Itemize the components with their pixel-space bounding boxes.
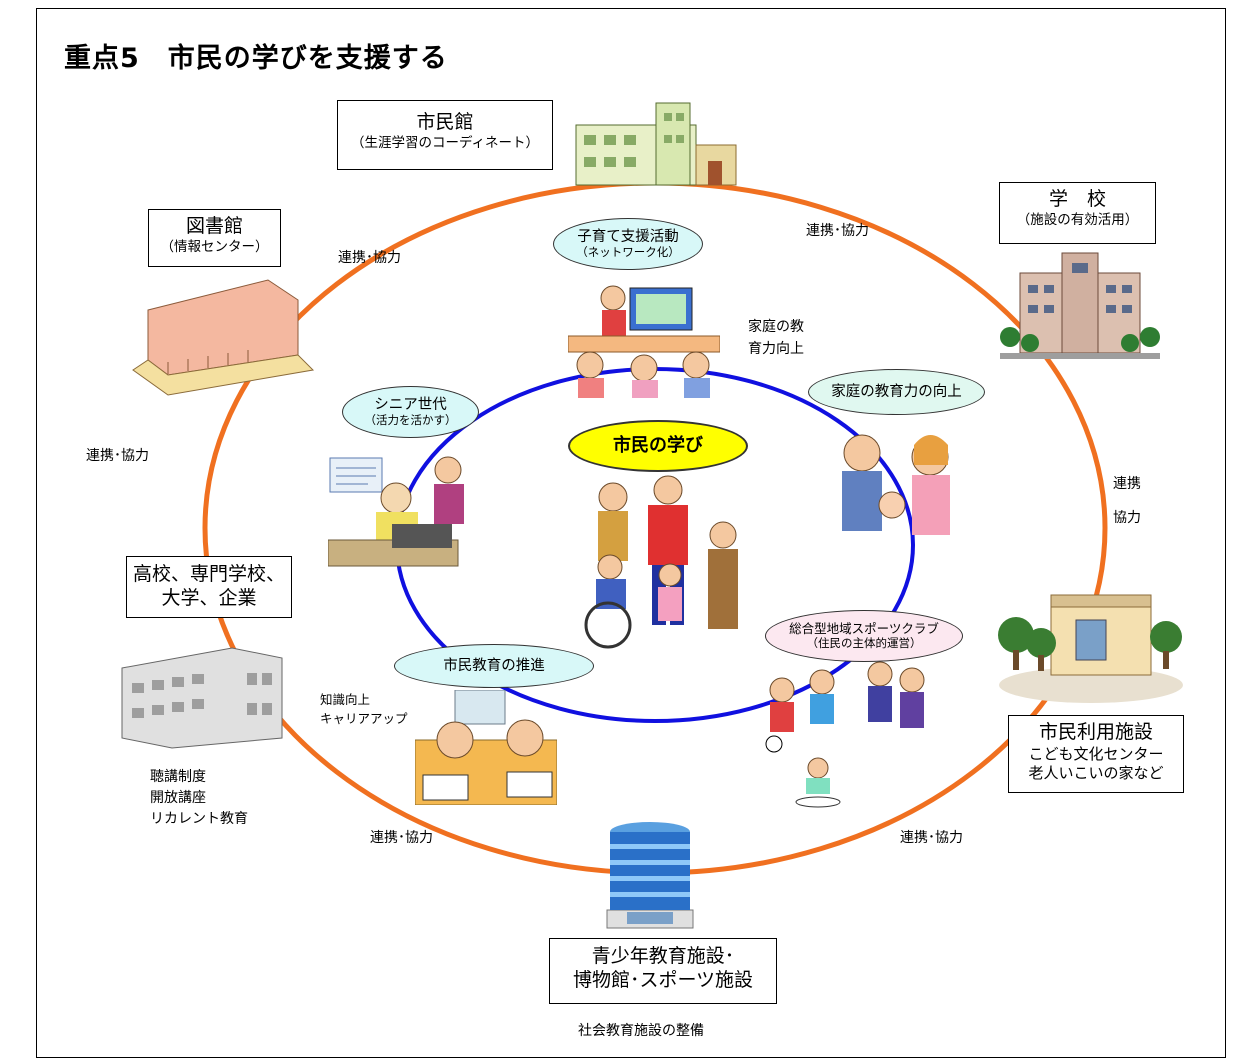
library-building-icon xyxy=(132,279,315,396)
oval-senior: シニア世代 （活力を活かす） xyxy=(342,386,479,438)
box-seishonen: 青少年教育施設･ 博物館･スポーツ施設 xyxy=(549,938,777,1004)
sports-sub: （住民の主体的運営） xyxy=(806,635,922,650)
katei-main: 家庭の教育力の向上 xyxy=(831,383,962,400)
box-koko: 高校、専門学校、 大学、企業 xyxy=(126,556,292,618)
sports-main: 総合型地域スポーツクラブ xyxy=(789,621,939,637)
childcare-illustration-icon xyxy=(568,285,720,398)
koko-line2: 大学、企業 xyxy=(161,586,257,609)
diagram-frame xyxy=(36,8,1226,1058)
chishiki-line1: 知識向上 xyxy=(320,692,371,707)
seishonen-line1: 青少年教育施設･ xyxy=(591,945,735,967)
shimin-riyo-line2: こども文化センター xyxy=(1028,744,1164,763)
page-title: 重点5 市民の学びを支援する xyxy=(64,43,448,74)
senior-sub: （活力を活かす） xyxy=(364,412,457,427)
renkei-bottom-right: 連携･協力 xyxy=(900,830,963,846)
katei-kyoiku-line2: 育力向上 xyxy=(748,341,804,357)
box-shimin-riyo: 市民利用施設 こども文化センター 老人いこいの家など xyxy=(1008,715,1184,793)
box-shiminkan: 市民館 （生涯学習のコーディネート） xyxy=(337,100,553,170)
gakko-name: 学 校 xyxy=(1048,188,1106,210)
shiminkan-sub: （生涯学習のコーディネート） xyxy=(350,134,540,151)
choko-line1: 聴講制度 xyxy=(150,769,206,785)
toshokan-sub: （情報センター） xyxy=(160,238,269,255)
shimin-kyoiku-main: 市民教育の推進 xyxy=(443,657,545,674)
center-oval: 市民の学び xyxy=(568,420,748,472)
renkei-right-1: 連携 xyxy=(1113,476,1141,492)
oval-shimin-kyoiku: 市民教育の推進 xyxy=(394,644,594,688)
chishiki-line2: キャリアアップ xyxy=(320,711,408,726)
renkei-top-right: 連携･協力 xyxy=(806,223,869,239)
gakko-sub: （施設の有効活用） xyxy=(1016,211,1139,228)
koko-line1: 高校、専門学校、 xyxy=(132,563,285,585)
kosodate-main: 子育て支援活動 xyxy=(577,229,679,246)
seishonen-line2: 博物館･スポーツ施設 xyxy=(572,968,754,991)
box-toshokan: 図書館 （情報センター） xyxy=(148,209,281,267)
choko-line3: リカレント教育 xyxy=(150,811,248,827)
shiminkan-building-icon xyxy=(575,102,737,186)
home-education-illustration-icon xyxy=(842,434,950,535)
oval-katei: 家庭の教育力の向上 xyxy=(808,369,985,415)
family-illustration-icon xyxy=(584,475,738,649)
choko-line2: 開放講座 xyxy=(150,790,206,806)
community-center-icon xyxy=(998,594,1183,703)
senior-main: シニア世代 xyxy=(374,397,447,414)
toshokan-name: 図書館 xyxy=(185,215,243,237)
center-label: 市民の学び xyxy=(613,434,703,456)
oval-kosodate: 子育て支援活動 （ネットワーク化） xyxy=(553,218,703,270)
katei-kyoiku-line1: 家庭の教 xyxy=(748,319,804,335)
school-building-icon xyxy=(1000,252,1160,359)
renkei-bottom-left: 連携･協力 xyxy=(370,830,433,846)
footer-caption: 社会教育施設の整備 xyxy=(578,1023,704,1039)
senior-illustration-icon xyxy=(328,456,464,567)
university-building-icon xyxy=(121,647,283,749)
oval-sports: 総合型地域スポーツクラブ （住民の主体的運営） xyxy=(765,610,963,662)
box-gakko: 学 校 （施設の有効活用） xyxy=(999,182,1156,244)
shimin-riyo-line3: 老人いこいの家など xyxy=(1028,763,1164,782)
renkei-left: 連携･協力 xyxy=(86,448,149,464)
renkei-right-2: 協力 xyxy=(1113,510,1141,526)
kosodate-sub: （ネットワーク化） xyxy=(576,244,680,259)
citizen-education-illustration-icon xyxy=(415,690,557,805)
renkei-top-left: 連携･協力 xyxy=(338,250,401,266)
shiminkan-name: 市民館 xyxy=(416,111,474,133)
sports-club-illustration-icon xyxy=(765,661,925,808)
youth-facility-tower-icon xyxy=(606,822,694,929)
shimin-riyo-name: 市民利用施設 xyxy=(1038,721,1153,743)
